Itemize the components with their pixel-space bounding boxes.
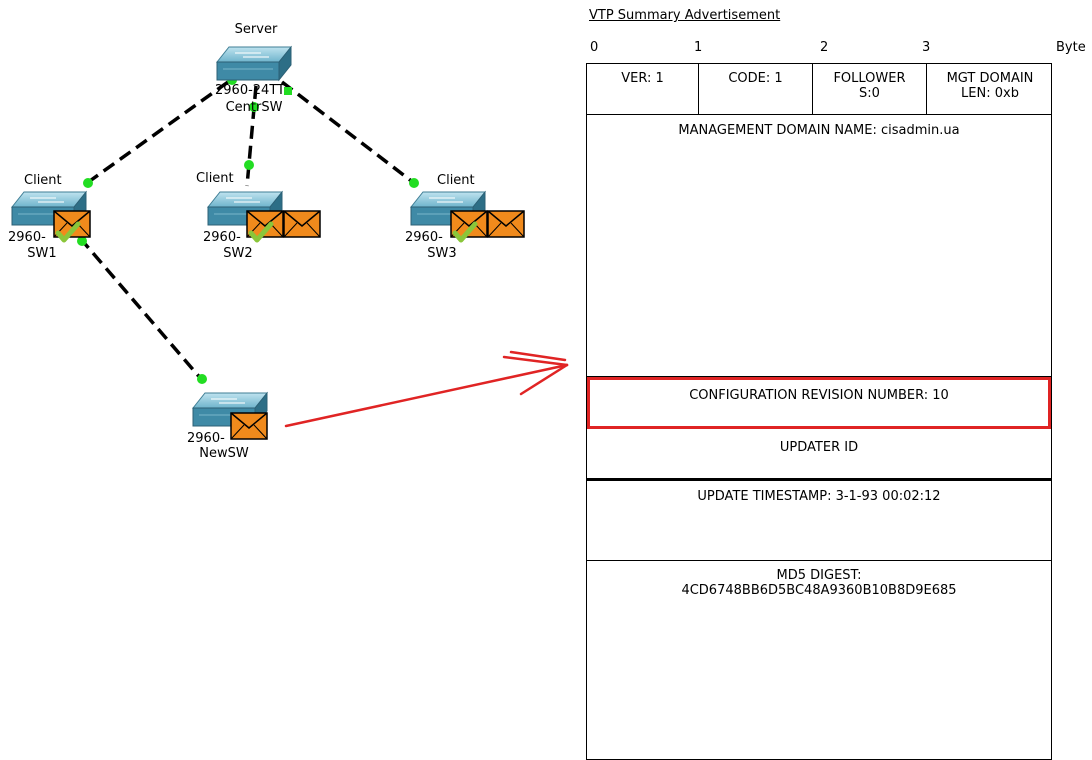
pdu-field-md5-digest: MD5 DIGEST: 4CD6748BB6D5BC48A9360B10B8D9…	[586, 560, 1052, 760]
byte-axis-label: Byte	[1056, 40, 1086, 55]
md5-value: 4CD6748BB6D5BC48A9360B10B8D9E685	[681, 583, 957, 598]
pdu-envelope-icon[interactable]	[283, 210, 321, 238]
byte-position-1: 1	[694, 40, 703, 55]
pdu-envelope-icon[interactable]	[487, 210, 525, 238]
sw2-model-label: 2960-	[203, 230, 241, 245]
sw2-role-label: Client	[196, 171, 234, 186]
pdu-header-row: VER: 1 CODE: 1 FOLLOWER S:0 MGT DOMAIN L…	[586, 63, 1052, 115]
follower-label: FOLLOWER	[833, 71, 906, 86]
highlight-box-config-revision	[587, 377, 1051, 429]
switch-icon-centrsw[interactable]	[216, 46, 292, 81]
pdu-field-updater-id: UPDATER ID	[586, 427, 1052, 479]
centrsw-role-label: Server	[234, 22, 278, 37]
link-light	[83, 178, 93, 188]
centrsw-name-label[interactable]: CentrSW	[225, 100, 283, 115]
topology-canvas	[11, 46, 569, 440]
pdu-field-timestamp: UPDATE TIMESTAMP: 3-1-93 00:02:12	[586, 479, 1052, 561]
link-light	[284, 87, 292, 95]
mgt-domain-len: LEN: 0xb	[961, 86, 1019, 101]
sw1-name-label[interactable]: SW1	[27, 246, 57, 261]
link-light	[244, 160, 254, 170]
md5-label: MD5 DIGEST:	[776, 568, 862, 583]
link-light	[197, 374, 207, 384]
link-light	[249, 102, 259, 112]
vtp-pdu-table: VER: 1 CODE: 1 FOLLOWER S:0 MGT DOMAIN L…	[586, 63, 1054, 760]
sw3-name-label[interactable]: SW3	[427, 246, 457, 261]
byte-position-2: 2	[820, 40, 829, 55]
domain-name-value: MANAGEMENT DOMAIN NAME: cisadmin.ua	[678, 123, 960, 138]
pdu-envelope-icon[interactable]	[230, 412, 268, 440]
byte-position-3: 3	[922, 40, 931, 55]
sw3-role-label: Client	[437, 173, 475, 188]
annotation-arrow	[284, 350, 569, 428]
updater-id-value: UPDATER ID	[779, 440, 859, 455]
timestamp-value: UPDATE TIMESTAMP: 3-1-93 00:02:12	[697, 489, 941, 504]
byte-position-0: 0	[590, 40, 599, 55]
follower-value: S:0	[859, 86, 880, 101]
link-centr-sw1[interactable]	[85, 80, 230, 185]
link-light	[409, 178, 419, 188]
sw3-model-label: 2960-	[405, 230, 443, 245]
config-revision-value: CONFIGURATION REVISION NUMBER: 10	[689, 388, 949, 403]
link-centr-sw3[interactable]	[280, 80, 416, 185]
pdu-field-domain-name: MANAGEMENT DOMAIN NAME: cisadmin.ua	[586, 114, 1052, 377]
centrsw-model-label: 2960-24TT	[215, 83, 285, 98]
pdu-field-ver: VER: 1	[587, 64, 699, 114]
link-sw1-newsw[interactable]	[78, 236, 204, 382]
mgt-domain-label: MGT DOMAIN	[946, 71, 1034, 86]
sw1-model-label: 2960-	[8, 230, 46, 245]
pdu-field-code: CODE: 1	[699, 64, 813, 114]
pdu-field-follower: FOLLOWER S:0	[813, 64, 927, 114]
sw1-role-label: Client	[24, 173, 62, 188]
pdu-title: VTP Summary Advertisement	[589, 8, 781, 23]
code-value: CODE: 1	[728, 71, 783, 86]
pdu-field-mgt-domain: MGT DOMAIN LEN: 0xb	[927, 64, 1053, 114]
newsw-model-label: 2960-	[187, 431, 225, 446]
link-status-lights	[77, 75, 419, 384]
link-light	[77, 236, 87, 246]
ver-value: VER: 1	[621, 71, 664, 86]
newsw-name-label[interactable]: NewSW	[199, 446, 249, 461]
sw2-name-label[interactable]: SW2	[223, 246, 253, 261]
